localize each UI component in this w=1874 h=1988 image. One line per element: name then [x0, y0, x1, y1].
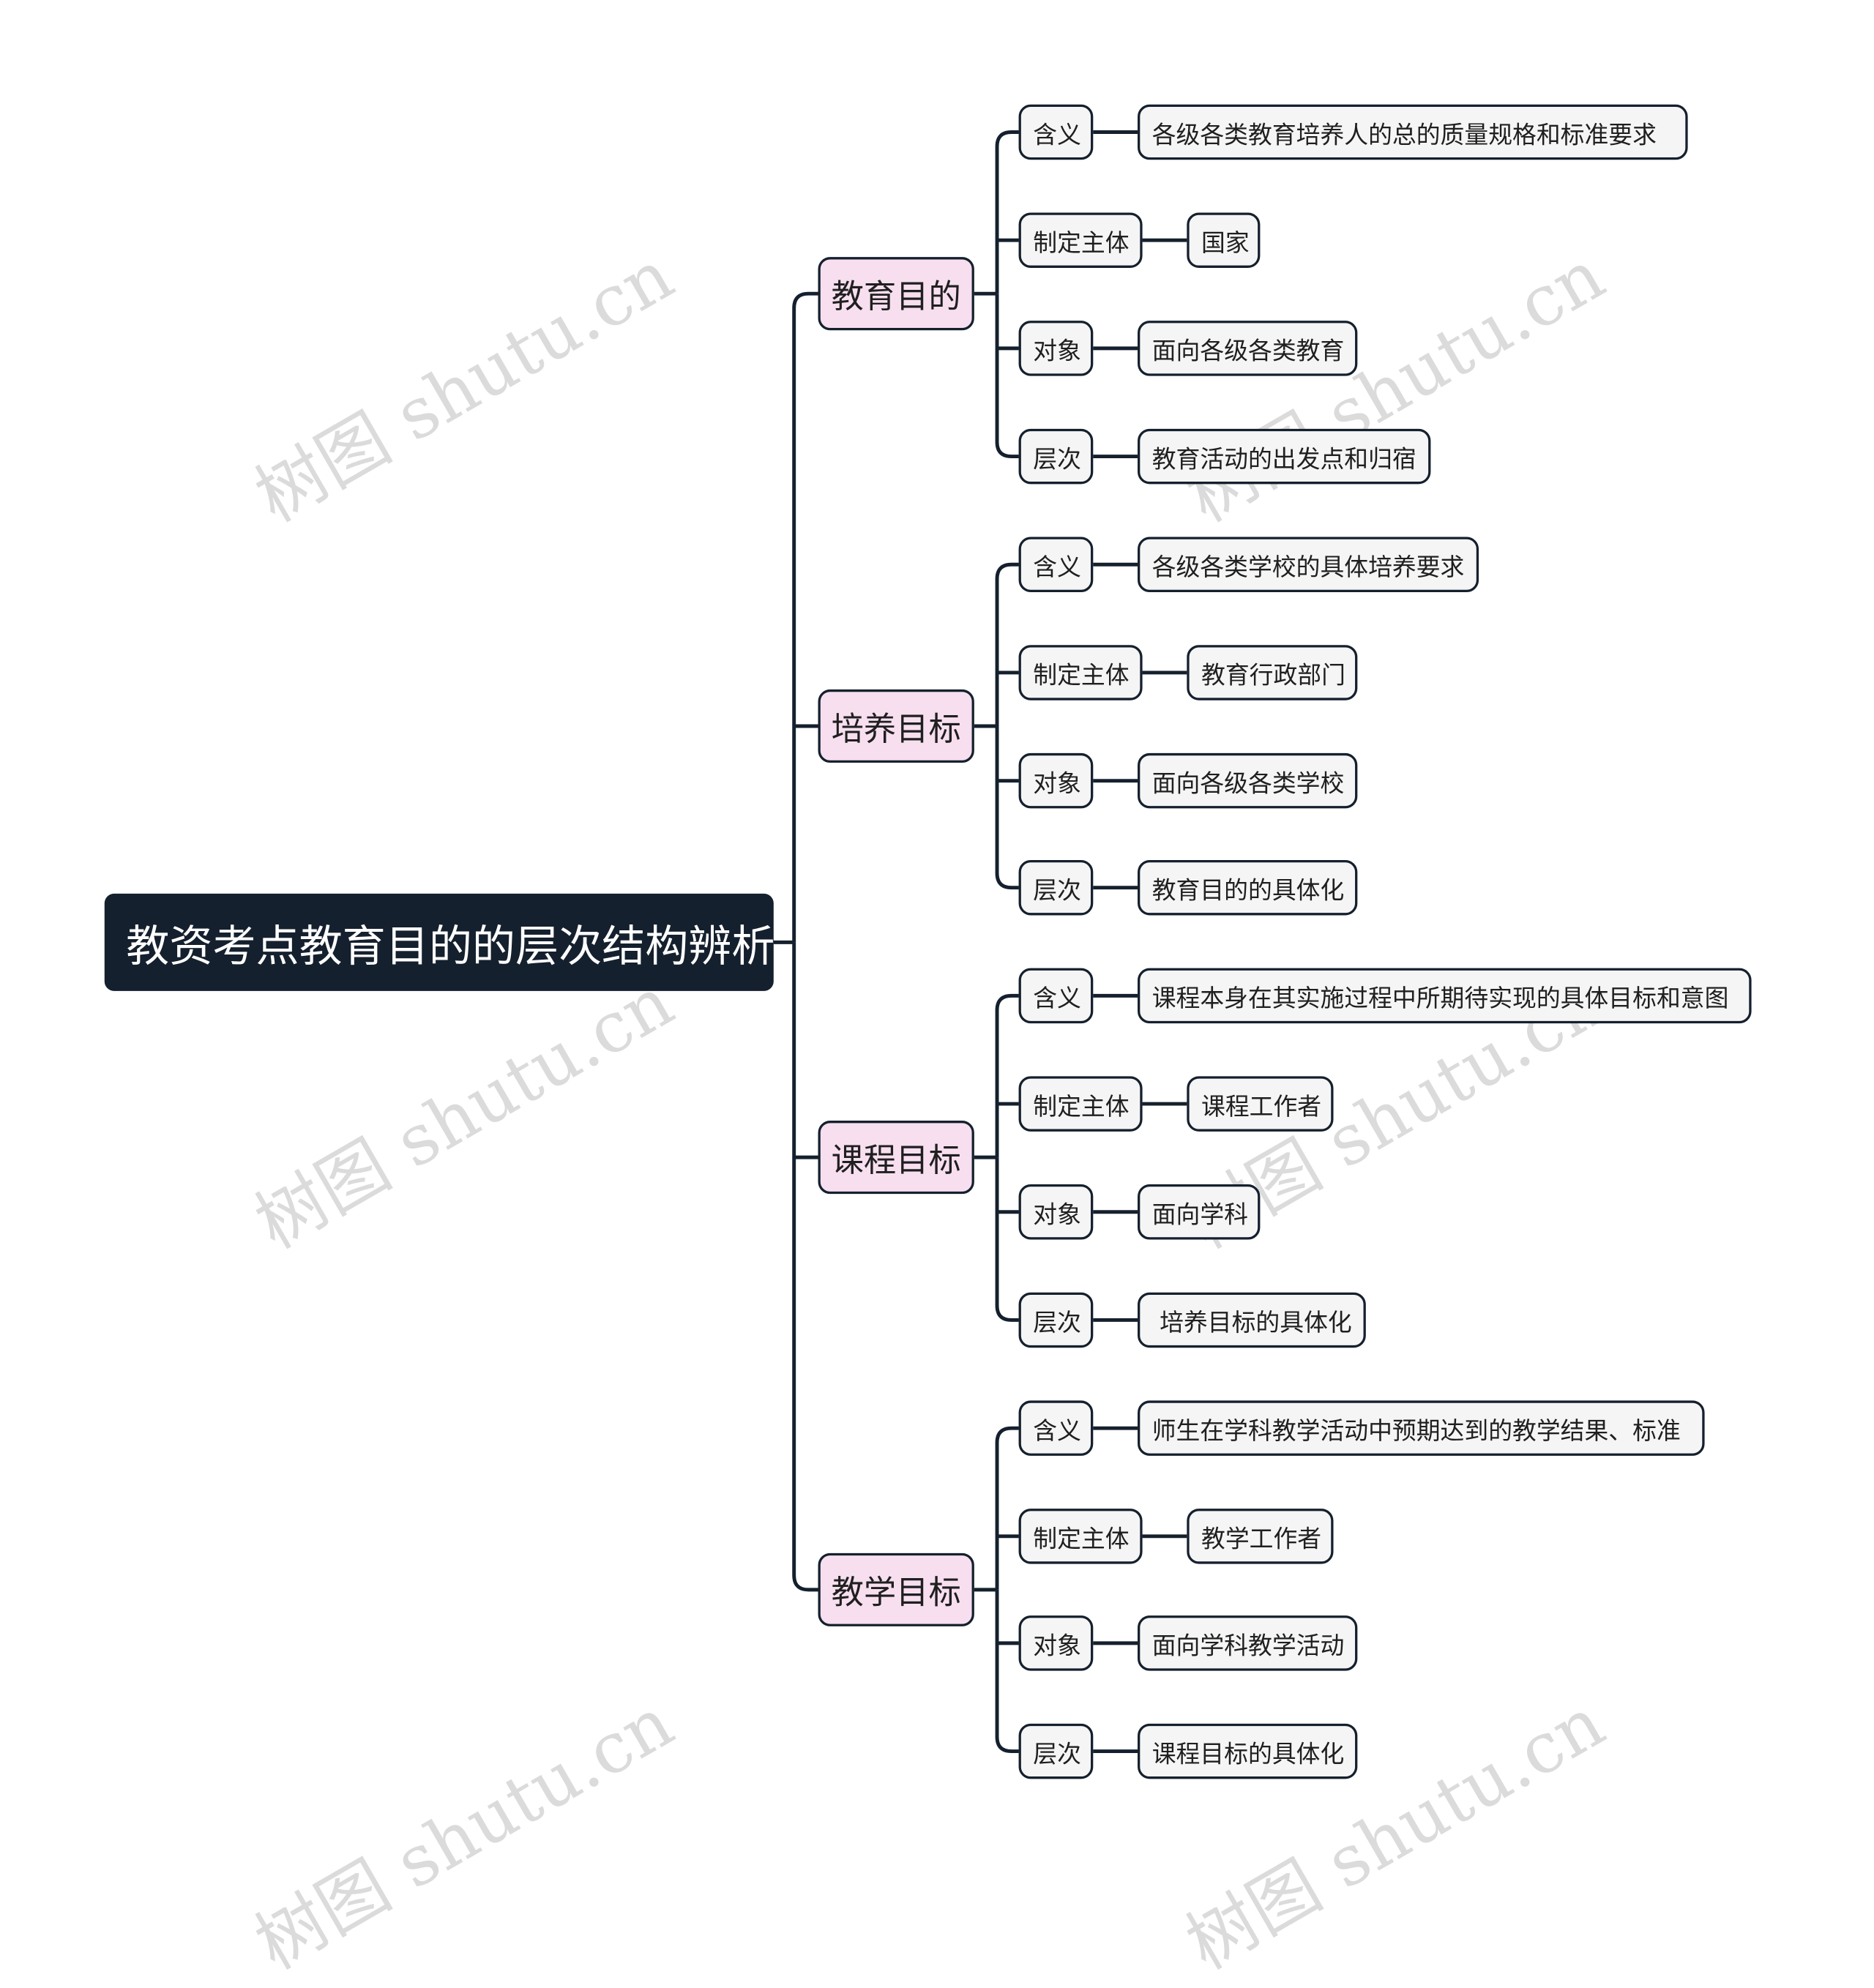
value-label: 面向各级各类教育 — [1151, 335, 1345, 365]
key-label: 制定主体 — [1033, 659, 1130, 690]
connector-line — [995, 1589, 1019, 1754]
value-label: 面向学科 — [1151, 1199, 1248, 1228]
value-label: 教育目的的具体化 — [1151, 875, 1345, 904]
value-label: 各级各类教育培养人的总的质量规格和标准要求 — [1151, 119, 1657, 149]
key-label: 对象 — [1033, 1630, 1081, 1660]
key-label: 层次 — [1033, 1738, 1081, 1768]
mind-map-canvas: 树图 shutu.cn 树图 shutu.cn 树图 shutu.cn 树图 s… — [104, 104, 1752, 1985]
key-node[interactable]: 对象 — [1018, 321, 1094, 376]
value-node[interactable]: 培养目标的具体化 — [1138, 1292, 1366, 1348]
value-node[interactable]: 面向学科教学活动 — [1138, 1615, 1358, 1671]
value-label: 培养目标的具体化 — [1151, 1307, 1352, 1337]
value-label: 课程目标的具体化 — [1151, 1738, 1345, 1768]
connector-lines — [773, 130, 1187, 1754]
value-node[interactable]: 教育行政部门 — [1187, 645, 1358, 700]
value-node[interactable]: 师生在学科教学活动中预期达到的教学结果、标准 — [1138, 1400, 1705, 1456]
connector-line — [995, 725, 1019, 890]
value-node[interactable]: 教育目的的具体化 — [1138, 859, 1358, 916]
key-label: 含义 — [1033, 1415, 1081, 1445]
connector-line — [792, 942, 818, 1592]
branch-topic-peiyang-mubiao[interactable]: 培养目标 — [818, 689, 974, 763]
value-label: 教育活动的出发点和归宿 — [1151, 444, 1416, 473]
value-node[interactable]: 教学工作者 — [1187, 1509, 1334, 1564]
value-node[interactable]: 各级各类学校的具体培养要求 — [1138, 537, 1479, 593]
connector-line — [995, 294, 1019, 459]
key-label: 对象 — [1033, 1199, 1081, 1228]
value-label: 国家 — [1201, 227, 1250, 257]
key-node[interactable]: 层次 — [1018, 1292, 1094, 1348]
value-node[interactable]: 国家 — [1187, 212, 1261, 268]
value-node[interactable]: 教育活动的出发点和归宿 — [1138, 428, 1431, 485]
value-node[interactable]: 课程目标的具体化 — [1138, 1723, 1358, 1779]
key-label: 层次 — [1033, 875, 1081, 904]
value-node[interactable]: 面向各级各类教育 — [1138, 321, 1358, 376]
value-label: 课程本身在其实施过程中所期待实现的具体目标和意图 — [1151, 983, 1729, 1012]
value-label: 面向各级各类学校 — [1151, 768, 1345, 797]
value-node[interactable]: 课程本身在其实施过程中所期待实现的具体目标和意图 — [1138, 968, 1752, 1024]
value-label: 教学工作者 — [1201, 1523, 1322, 1552]
connector-line — [995, 130, 1019, 294]
branch-topic-jiaoyu-mudi[interactable]: 教育目的 — [818, 257, 974, 331]
key-label: 含义 — [1033, 983, 1081, 1012]
value-node[interactable]: 面向学科 — [1138, 1184, 1261, 1240]
key-label: 对象 — [1033, 768, 1081, 797]
connector-line — [995, 993, 1019, 1158]
value-node[interactable]: 各级各类教育培养人的总的质量规格和标准要求 — [1138, 104, 1688, 160]
key-node[interactable]: 对象 — [1018, 752, 1094, 809]
key-label: 层次 — [1033, 444, 1081, 473]
key-node[interactable]: 制定主体 — [1018, 1509, 1143, 1564]
key-node[interactable]: 含义 — [1018, 104, 1094, 160]
key-node[interactable]: 层次 — [1018, 1723, 1094, 1779]
key-node[interactable]: 含义 — [1018, 968, 1094, 1024]
key-node[interactable]: 含义 — [1018, 1400, 1094, 1456]
branch-topic-kecheng-mubiao[interactable]: 课程目标 — [818, 1121, 974, 1195]
root-topic[interactable]: 教资考点教育目的的层次结构辨析 — [104, 893, 775, 991]
branch-label: 培养目标 — [831, 711, 961, 749]
value-node[interactable]: 课程工作者 — [1187, 1076, 1334, 1132]
key-label: 制定主体 — [1033, 1091, 1130, 1121]
root-topic-label: 教资考点教育目的的层次结构辨析 — [126, 922, 775, 971]
key-label: 制定主体 — [1033, 227, 1130, 257]
value-label: 教育行政部门 — [1201, 659, 1345, 690]
branch-topic-jiaoxue-mubiao[interactable]: 教学目标 — [818, 1552, 974, 1626]
key-label: 层次 — [1033, 1307, 1081, 1337]
connector-line — [995, 1157, 1019, 1322]
key-node[interactable]: 制定主体 — [1018, 212, 1143, 268]
value-label: 师生在学科教学活动中预期达到的教学结果、标准 — [1151, 1415, 1681, 1445]
branch-label: 教学目标 — [831, 1574, 961, 1613]
key-node[interactable]: 层次 — [1018, 859, 1094, 916]
key-label: 对象 — [1033, 335, 1081, 365]
key-node[interactable]: 层次 — [1018, 428, 1094, 485]
value-label: 课程工作者 — [1201, 1091, 1322, 1121]
key-label: 含义 — [1033, 119, 1081, 149]
connector-line — [792, 291, 818, 943]
value-node[interactable]: 面向各级各类学校 — [1138, 752, 1358, 809]
connector-line — [995, 562, 1019, 726]
branch-label: 教育目的 — [831, 278, 961, 316]
key-label: 含义 — [1033, 552, 1081, 581]
connector-line — [995, 1426, 1019, 1590]
value-label: 各级各类学校的具体培养要求 — [1151, 552, 1465, 581]
key-label: 制定主体 — [1033, 1523, 1130, 1552]
key-node[interactable]: 含义 — [1018, 537, 1094, 593]
key-node[interactable]: 对象 — [1018, 1184, 1094, 1240]
key-node[interactable]: 制定主体 — [1018, 645, 1143, 700]
branch-label: 课程目标 — [831, 1142, 961, 1180]
value-label: 面向学科教学活动 — [1151, 1630, 1345, 1660]
key-node[interactable]: 对象 — [1018, 1615, 1094, 1671]
key-node[interactable]: 制定主体 — [1018, 1076, 1143, 1132]
